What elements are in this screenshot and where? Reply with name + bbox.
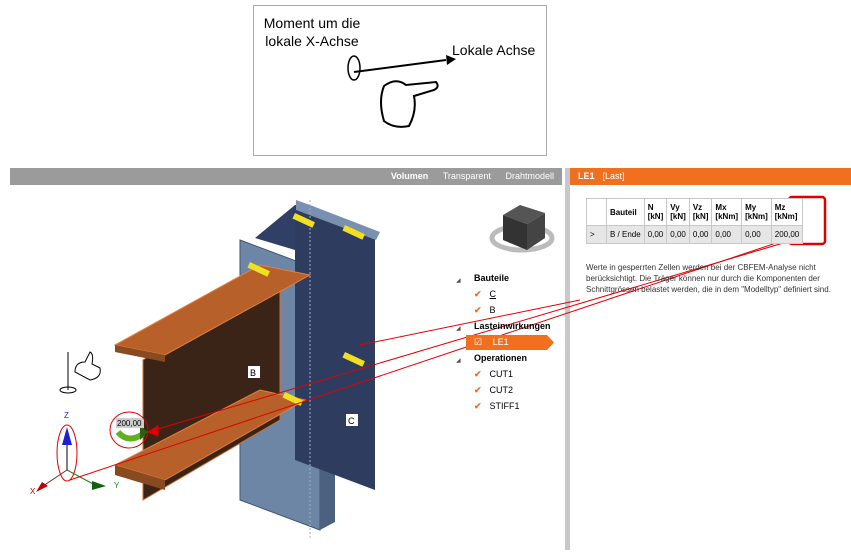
panel-header: LE1[Last] bbox=[570, 168, 851, 185]
view-drahtmodell[interactable]: Drahtmodell bbox=[505, 171, 554, 181]
moment-label: Moment um die lokale X-Achse bbox=[263, 15, 361, 49]
view-transparent[interactable]: Transparent bbox=[442, 171, 491, 181]
info-note: Werte in gesperrten Zellen werden bei de… bbox=[586, 263, 831, 294]
tree-group-lasteinwirkungen[interactable]: Lasteinwirkungen bbox=[474, 321, 551, 331]
tree-item-cut1[interactable]: ✔CUT1 bbox=[474, 369, 514, 379]
table-row[interactable]: > B / Ende 0,00 0,00 0,00 0,00 0,00 200,… bbox=[586, 225, 804, 244]
axis-y-label: Y bbox=[114, 481, 120, 490]
checkbox-icon[interactable]: ✔ bbox=[474, 289, 482, 299]
tree-group-operationen[interactable]: Operationen bbox=[474, 353, 528, 363]
tree-item-b[interactable]: ✔B bbox=[474, 305, 496, 315]
axis-x-label: X bbox=[30, 487, 36, 496]
axis-triad: Z X Y bbox=[30, 411, 120, 496]
tree-item-le1[interactable]: ☑ LE1 bbox=[466, 335, 554, 350]
moment-load-arrow[interactable]: 200,00 bbox=[115, 418, 148, 442]
checkbox-icon[interactable]: ✔ bbox=[474, 305, 482, 315]
load-value-label: 200,00 bbox=[117, 419, 142, 428]
axis-label: Lokale Achse bbox=[452, 42, 536, 58]
tree-item-stiff1[interactable]: ✔STIFF1 bbox=[474, 401, 520, 411]
axis-z-label: Z bbox=[64, 411, 69, 420]
load-table: Bauteil N[kN] Vy[kN] Vz[kN] Mx[kNm] My[k… bbox=[586, 198, 804, 244]
illustration-box: Moment um die lokale X-Achse Lokale Achs… bbox=[253, 5, 547, 156]
member-c-label: C bbox=[348, 416, 355, 426]
view-volumen[interactable]: Volumen bbox=[390, 171, 429, 181]
expand-icon[interactable]: > bbox=[586, 225, 607, 244]
member-b-label: B bbox=[250, 368, 256, 378]
checkbox-icon[interactable]: ✔ bbox=[474, 401, 482, 411]
checkbox-icon[interactable]: ✔ bbox=[474, 369, 482, 379]
tree-group-bauteile[interactable]: Bauteile bbox=[474, 273, 510, 283]
view-mode-bar: Volumen Transparent Drahtmodell bbox=[10, 168, 562, 185]
right-hand-rule-icon bbox=[347, 55, 456, 128]
hand-rule-icon bbox=[59, 351, 101, 394]
tree-item-c[interactable]: ✔C bbox=[474, 289, 497, 299]
view-cube[interactable] bbox=[489, 205, 555, 253]
tree-item-cut2[interactable]: ✔CUT2 bbox=[474, 385, 514, 395]
checkbox-icon[interactable]: ☑ bbox=[474, 337, 483, 347]
panel-splitter[interactable] bbox=[565, 168, 570, 550]
checkbox-icon[interactable]: ✔ bbox=[474, 385, 482, 395]
